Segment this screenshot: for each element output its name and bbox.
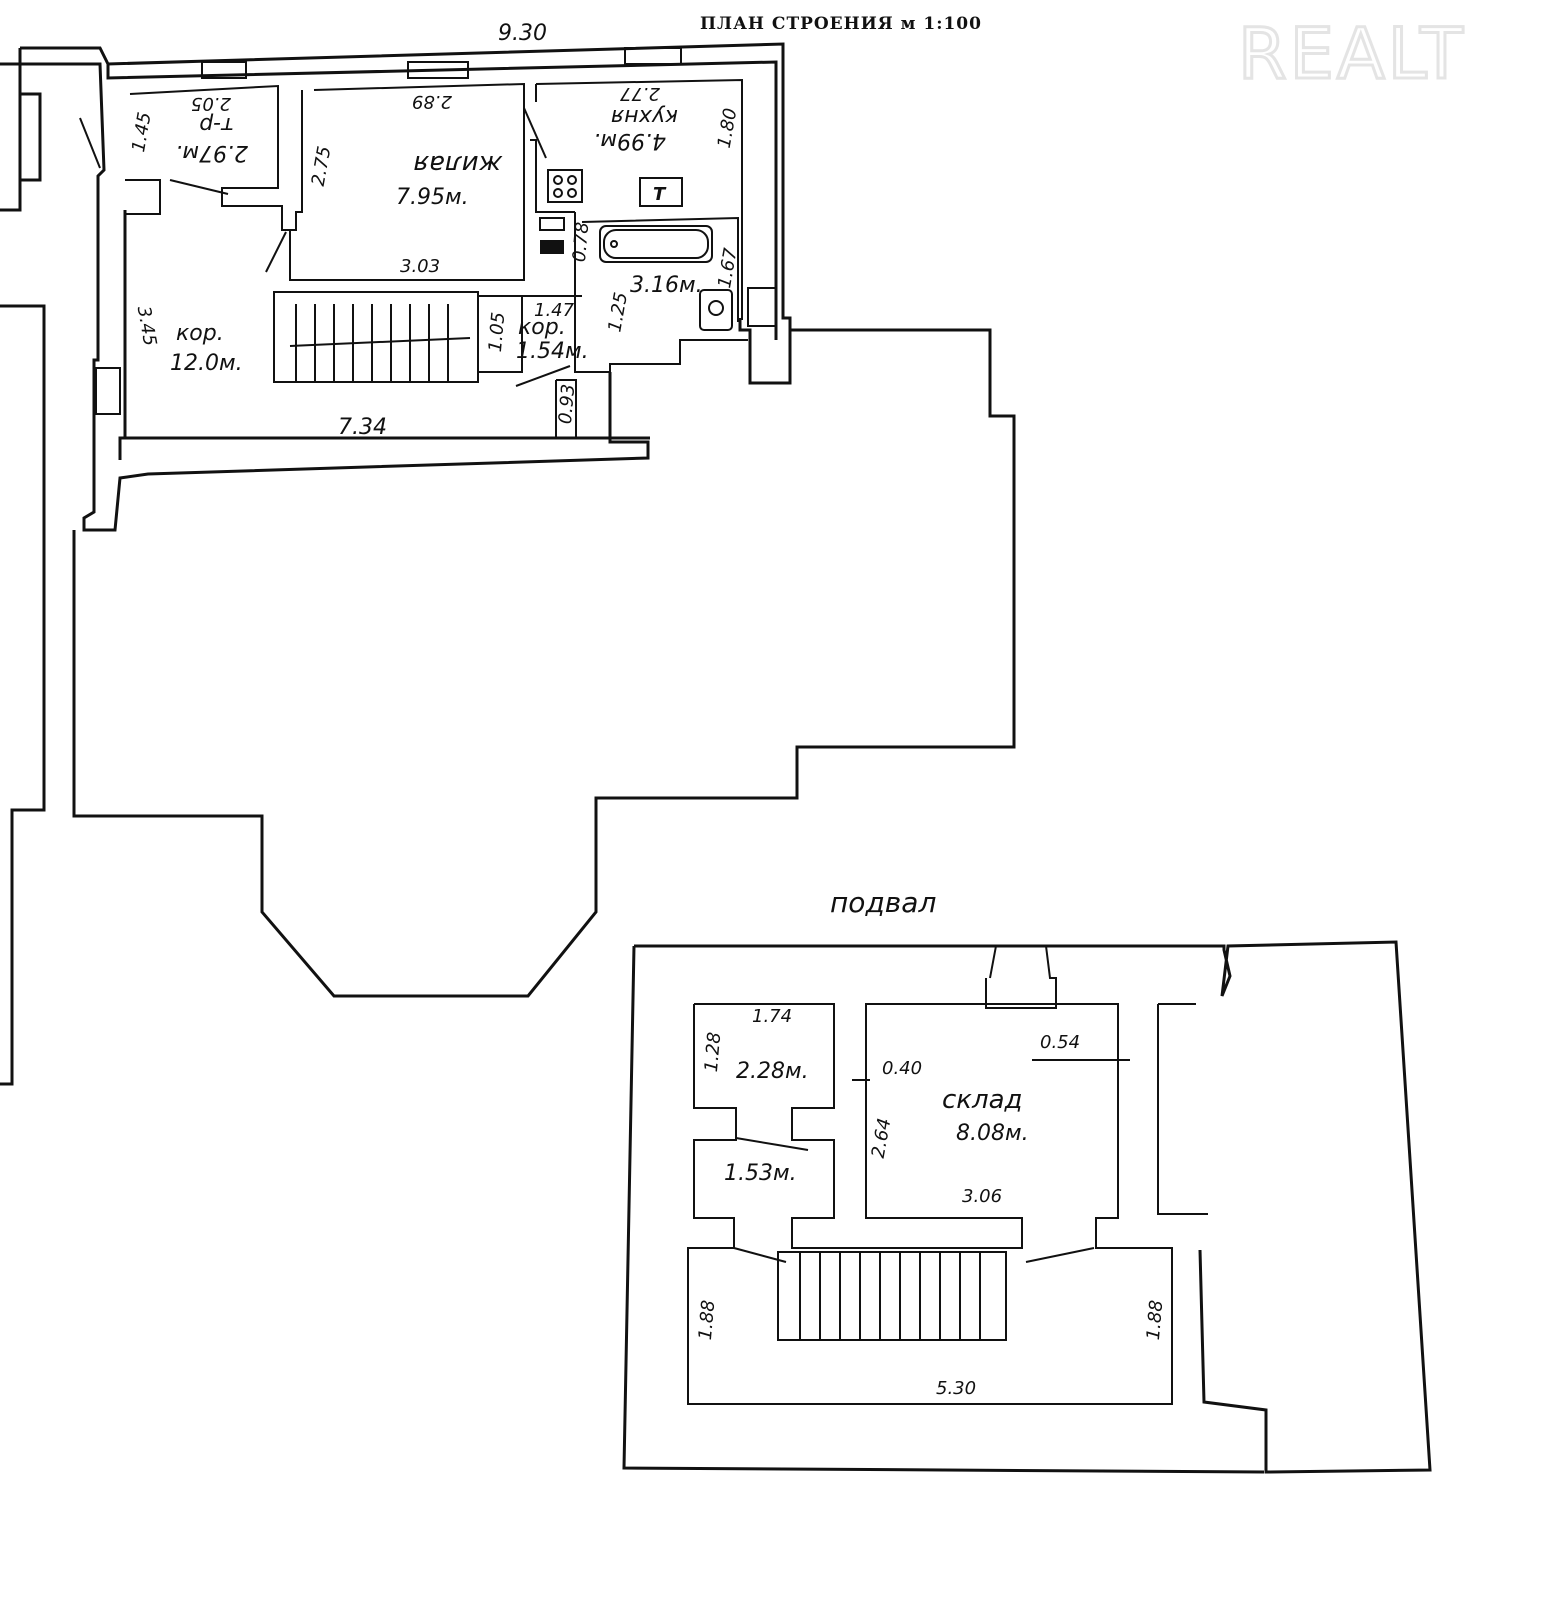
stair-direction-line [289,337,471,347]
bhall-area: 1.53м. [724,1161,797,1186]
staircase-icon [289,304,471,382]
corridor-small-area: 1.54м. [516,339,589,364]
corridor-small-name: кор. [518,315,566,340]
bdim-040: 0.40 [882,1058,922,1079]
bdim-188a: 1.88 [695,1299,719,1341]
corridor-area: 12.0м. [170,351,243,376]
storage-name: склад [942,1085,1023,1115]
dim-125: 1.25 [604,291,632,334]
dim-180: 1.80 [714,107,742,150]
bath-area: 3.16м. [630,273,703,298]
top-dimension: 9.30 [498,21,547,46]
basement-label: подвал [830,886,936,919]
interior-partitions [79,78,748,438]
dim-289: 2.89 [412,91,452,112]
living-name: жилая [413,149,503,179]
basement-walls [622,940,1432,1474]
corridor-name: кор. [176,321,224,346]
dim-275: 2.75 [308,145,336,188]
boiler-icon: T [639,177,683,207]
staircase-icon [799,1252,981,1340]
storage-area: 8.08м. [956,1121,1029,1146]
dim-734: 7.34 [338,415,387,440]
tambur-name: т-р [199,112,234,137]
dim-145: 1.45 [128,111,156,154]
dim-093: 0.93 [555,383,579,425]
bdim-188b: 1.88 [1143,1299,1167,1341]
bdim-306: 3.06 [962,1186,1002,1207]
dim-205: 2.05 [191,93,231,114]
watermark-logo: REALT [1238,13,1466,95]
bdim-530: 5.30 [936,1378,976,1399]
sink-icon [539,217,565,254]
toilet-icon [699,289,733,331]
window-markers [95,47,777,415]
neighbour-walls [0,62,46,1086]
dim-277: 2.77 [619,83,660,104]
ground-floor-walls [18,42,1016,998]
living-area: 7.95м. [396,185,469,210]
stove-icon [547,169,583,203]
dim-078: 0.78 [569,221,593,263]
kitchen-name: кухня [611,104,678,129]
bdim-054: 0.54 [1040,1032,1080,1053]
plan-title: ПЛАН СТРОЕНИЯ м 1:100 [700,14,982,34]
basement-labels: 1.74 1.28 2.28м. 0.40 0.54 склад 8.08м. … [695,1006,1167,1399]
dim-147: 1.47 [534,300,575,321]
bdim-174: 1.74 [752,1006,792,1027]
bsmall-area: 2.28м. [736,1059,809,1084]
dim-105: 1.05 [485,311,509,353]
dim-303: 3.03 [400,256,440,277]
bdim-128: 1.28 [701,1031,725,1073]
ground-floor-labels: 9.30 2.05 т-р 2.97м. 1.45 2.89 2.75 жила… [128,21,742,440]
svg-text:T: T [653,184,667,205]
tambur-area: 2.97м. [175,140,248,165]
kitchen-area: 4.99м. [593,128,666,153]
bdim-264: 2.64 [868,1117,896,1160]
dim-345: 3.45 [133,304,161,347]
bathtub-icon [599,225,713,263]
